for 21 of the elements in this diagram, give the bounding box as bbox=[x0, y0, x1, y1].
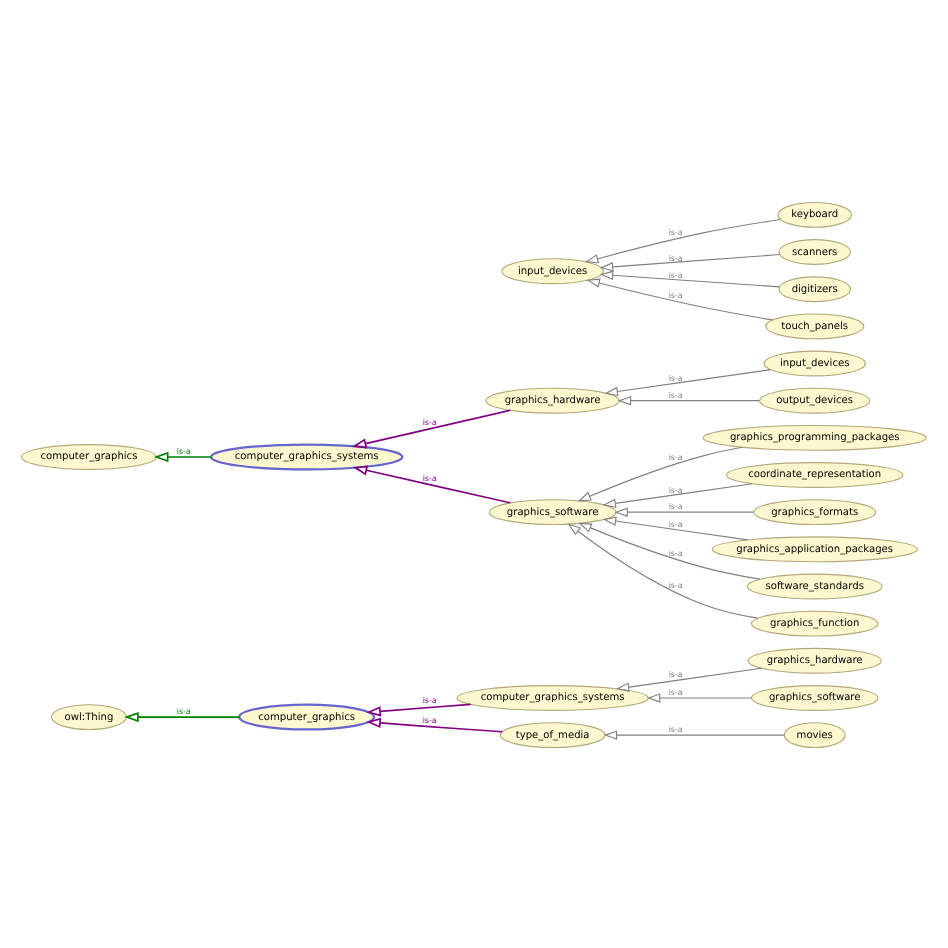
arrow bbox=[578, 521, 761, 579]
arrow bbox=[567, 522, 759, 618]
arrow bbox=[614, 506, 754, 516]
arrow bbox=[602, 515, 749, 540]
arrow bbox=[599, 253, 781, 271]
arrow bbox=[124, 710, 241, 722]
arrow bbox=[153, 450, 212, 462]
arrow bbox=[603, 729, 785, 739]
arrow bbox=[366, 702, 472, 716]
arrow bbox=[352, 464, 511, 503]
arrow bbox=[366, 716, 503, 732]
arrow bbox=[602, 482, 753, 507]
arrow bbox=[599, 269, 781, 287]
arrow bbox=[586, 277, 774, 320]
arrow bbox=[617, 394, 760, 405]
arrow bbox=[646, 692, 752, 702]
arrow bbox=[584, 218, 781, 263]
arrow bbox=[604, 368, 772, 396]
arrow bbox=[615, 666, 762, 691]
arrow bbox=[577, 445, 744, 501]
arrow bbox=[351, 408, 511, 448]
